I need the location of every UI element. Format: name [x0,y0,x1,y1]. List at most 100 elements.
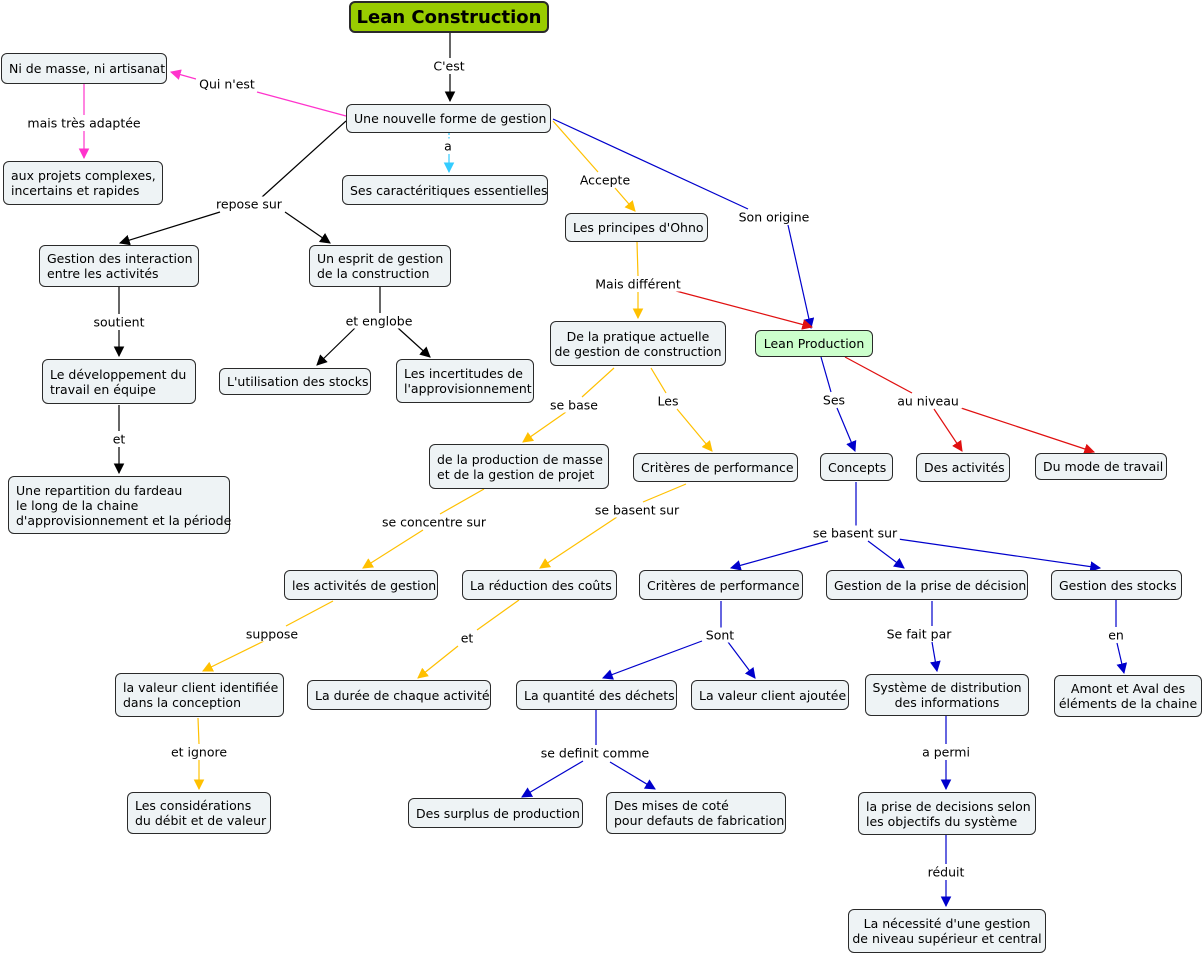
node-concepts[interactable]: Concepts [820,453,893,481]
link-label-accepte: Accepte [576,172,634,188]
node-criteres-performance-1[interactable]: Critères de performance [633,453,798,482]
link-label-son-origine: Son origine [735,209,813,225]
link-label-a: a [441,138,455,154]
node-pratique-actuelle[interactable]: De la pratique actuelle de gestion de co… [550,321,726,366]
edge-auniveau-mode [957,406,1096,455]
node-quantite-dechets[interactable]: La quantité des déchets [516,680,677,710]
link-label-mais-tres-adaptee: mais très adaptée [24,115,144,131]
edge-repose-esprit [284,211,331,244]
edge-les-criteres1 [676,408,713,452]
edge-definit-mises [609,761,656,790]
edge-lean-auniveau [844,356,913,394]
link-label-se-concentre-sur: se concentre sur [378,514,490,530]
node-prise-decisions-objectifs[interactable]: la prise de decisions selon les objectif… [858,792,1036,835]
node-amont-aval[interactable]: Amont et Aval des éléments de la chaine [1054,675,1202,717]
node-incertitudes[interactable]: Les incertitudes de l'approvisionnement [396,359,534,403]
node-utilisation-stocks[interactable]: L'utilisation des stocks [219,368,371,395]
link-label-a-permi: a permi [919,744,973,760]
link-label-et-englobe: et englobe [342,313,416,329]
link-label-se-basent-sur-1: se basent sur [591,502,683,518]
node-repartition-fardeau[interactable]: Une repartition du fardeau le long de la… [8,476,231,534]
node-gestion-interaction[interactable]: Gestion des interaction entre les activi… [39,245,199,287]
edge-et-duree [417,645,459,679]
node-duree-activite[interactable]: La durée de chaque activité [307,680,491,710]
edge-definit-surplus [521,760,584,798]
link-label-les: Les [654,393,682,409]
link-label-soutient: soutient [90,314,148,330]
edge-auniveau-activites [933,408,963,452]
edge-pratique-les [650,367,667,394]
node-valeur-client-identifiee[interactable]: la valeur client identifiée dans la conc… [115,673,284,717]
node-production-masse[interactable]: de la production de masse et de la gesti… [429,444,609,489]
node-mises-cote[interactable]: Des mises de coté pour defauts de fabric… [606,792,786,834]
node-des-activites[interactable]: Des activités [916,453,1010,482]
node-mode-travail[interactable]: Du mode de travail [1035,453,1167,480]
edge-actgestion-suppose [285,600,334,627]
link-label-se-definit-comme: se definit comme [537,745,653,761]
node-gestion-stocks[interactable]: Gestion des stocks [1051,570,1182,600]
link-label-qui-nest: Qui n'est [196,76,258,92]
node-caracteristiques[interactable]: Ses caractéritiques essentielles [342,175,548,205]
link-label-reduit: réduit [924,864,968,880]
node-activites-gestion[interactable]: les activités de gestion [284,570,438,600]
link-label-se-base: se base [547,397,601,413]
edge-criteres1-basent [642,483,687,503]
edge-valeur-ignore [197,717,200,745]
edge-origine-lean [787,224,815,330]
link-label-et-1: et [109,431,129,447]
node-considerations[interactable]: Les considérations du débit et de valeur [127,792,271,834]
edge-sont-valeuraj [727,641,756,679]
edge-accepte-ohno [614,187,636,212]
edge-reduction-et [476,599,520,631]
link-label-ses: Ses [819,392,849,408]
node-criteres-performance-2[interactable]: Critères de performance [639,570,803,600]
edge-nouvelle-repose [261,120,347,198]
node-ni-de-masse[interactable]: Ni de masse, ni artisanat [1,53,167,84]
edge-en-amont [1116,642,1128,675]
link-label-se-fait-par: Se fait par [883,626,955,642]
node-lean-production[interactable]: Lean Production [755,330,873,357]
node-valeur-client-ajoutee[interactable]: La valeur client ajoutée [691,680,849,710]
edge-pratique-sebase [581,367,615,398]
node-developpement-equipe[interactable]: Le développement du travail en équipe [42,359,196,404]
link-label-et-2: et [457,630,477,646]
edge-lean-ses [820,356,832,393]
edge-basent-reduction [539,516,618,569]
node-necessite-gestion[interactable]: La nécessité d'une gestion de niveau sup… [848,909,1046,953]
edge-repose-gestion [118,211,221,246]
edge-suppose-valeur [202,640,265,672]
edge-nouvelle-quinest [256,91,347,117]
link-label-cest: C'est [430,58,468,74]
edge-nouvelle-accepte [552,120,599,173]
edge-basent-criteres2 [729,540,829,571]
node-reduction-couts[interactable]: La réduction des coûts [462,570,617,600]
link-label-au-niveau: au niveau [894,393,962,409]
node-systeme-distribution[interactable]: Système de distribution des informations [865,674,1029,716]
edge-englobe-incert [397,327,431,358]
node-surplus-production[interactable]: Des surplus de production [408,798,583,828]
link-label-en: en [1105,627,1127,643]
link-label-repose-sur: repose sur [213,196,285,212]
edge-maisdiff-lean [675,290,814,330]
edge-nouvelle-origine [552,118,749,210]
node-nouvelle-forme-gestion[interactable]: Une nouvelle forme de gestion [346,104,551,133]
link-label-mais-different: Mais différent [592,276,684,292]
edge-sefait-systeme [930,641,941,673]
edge-basent-stocks [897,538,1102,572]
edge-ohno-maisdiff [636,241,639,277]
node-prise-decision[interactable]: Gestion de la prise de décision [826,570,1028,600]
root-node-lean-construction[interactable]: Lean Construction [349,1,549,33]
node-principes-ohno[interactable]: Les principes d'Ohno [565,213,708,242]
edge-basent-prise [867,540,905,569]
edge-sont-quantite [601,640,703,680]
edge-prodmasse-concentre [439,488,485,515]
edge-quinest-masse [169,69,197,80]
link-label-et-ignore: et ignore [167,744,231,760]
edge-concentre-actgestion [362,529,424,569]
node-esprit-gestion[interactable]: Un esprit de gestion de la construction [309,245,451,287]
node-projets-complexes[interactable]: aux projets complexes, incertains et rap… [3,161,163,205]
link-label-sont: Sont [702,627,738,643]
link-label-suppose: suppose [242,626,302,642]
link-label-se-basent-sur-2: se basent sur [809,525,901,541]
